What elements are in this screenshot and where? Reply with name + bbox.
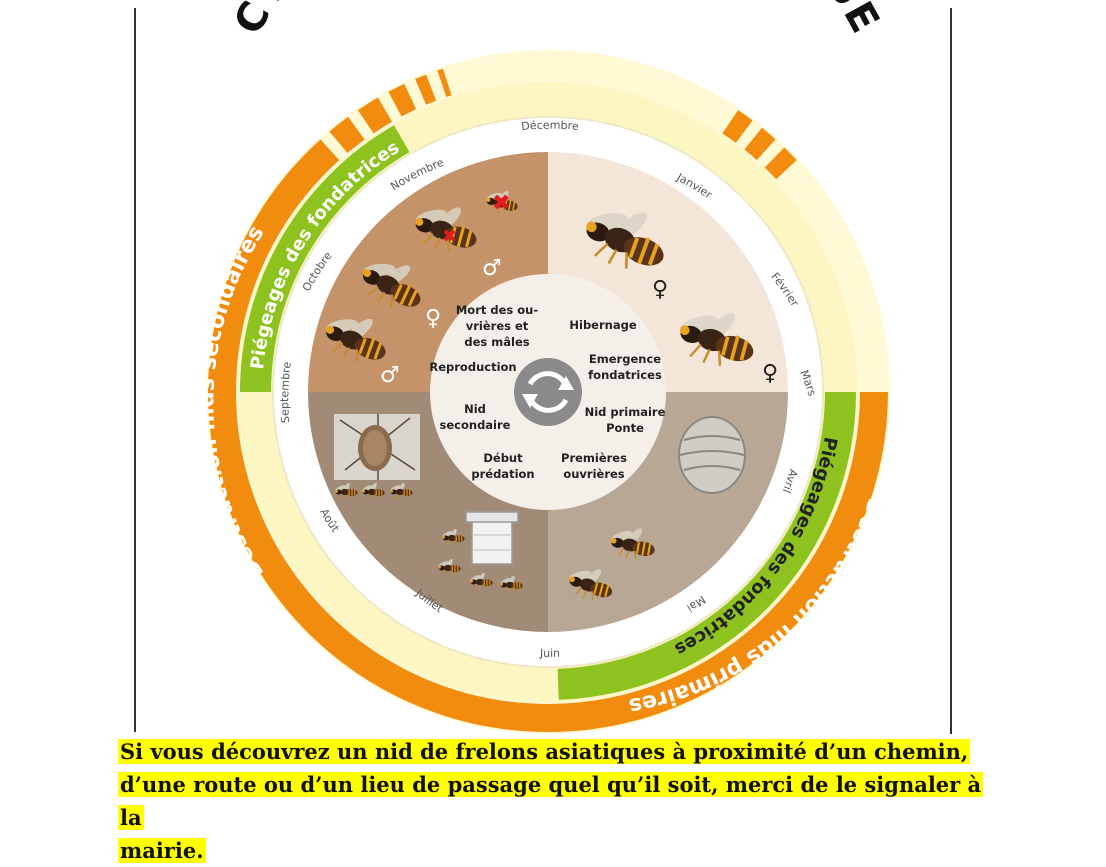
arc-dash-bottom <box>764 147 797 180</box>
arc-dash-top <box>357 97 392 134</box>
hornet-icon <box>586 212 664 269</box>
notice-line-1: Si vous découvrez un nid de frelons asia… <box>118 739 971 764</box>
dead-marker-icon: ✖ <box>492 191 510 216</box>
stage-nid-secondaire-line2: secondaire <box>440 418 511 432</box>
primary-nest-icon <box>678 416 746 494</box>
stage-nid-primaire-line2: Ponte <box>606 421 644 435</box>
male-symbol: ♂ <box>482 256 502 281</box>
hornet-icon <box>362 482 385 500</box>
dead-marker-icon: ✖ <box>442 226 457 247</box>
notice-line-3: mairie. <box>118 838 206 863</box>
stage-labels: Mort des ou- vrières et des mâles Reprod… <box>429 303 665 481</box>
hornet-icon <box>500 575 523 593</box>
hornet-icon <box>390 482 413 500</box>
arc-piegeage-automne <box>240 125 410 393</box>
stage-premieres-ouvrieres-line2: ouvrières <box>563 467 624 481</box>
hornet-icon <box>442 528 465 546</box>
stage-premieres-ouvrieres-line1: Premières <box>561 451 627 465</box>
left-border-line <box>134 8 136 732</box>
hornet-icon <box>335 482 358 500</box>
outer-arcs <box>208 68 888 733</box>
arc-dash-bottom <box>744 127 776 161</box>
stage-debut-predation-line2: prédation <box>471 467 534 481</box>
arc-dash-bottom <box>553 703 566 732</box>
arc-dash-top <box>437 68 452 97</box>
stage-debut-predation-line1: Début <box>483 451 523 465</box>
stage-nid-primaire-line1: Nid primaire <box>585 405 666 419</box>
arc-dash-bottom <box>602 696 625 727</box>
arc-piegeage-printemps <box>557 392 856 700</box>
hornet-icon <box>415 207 477 252</box>
stage-emergence-line1: Emergence <box>589 352 661 366</box>
signal-notice: Si vous découvrez un nid de frelons asia… <box>118 735 998 867</box>
arc-dash-top <box>329 116 365 153</box>
month-septembre: Septembre <box>278 361 294 424</box>
cycle-arrows-icon <box>514 358 582 426</box>
green-arcs <box>240 125 856 700</box>
stage-nid-secondaire-line1: Nid <box>464 402 486 416</box>
right-border-line <box>950 8 952 734</box>
stage-hibernage: Hibernage <box>569 318 636 332</box>
hornet-icon <box>486 191 518 214</box>
hornet-icon <box>363 263 421 308</box>
stage-emergence-line2: fondatrices <box>588 368 662 382</box>
hornet-cycle-diagram: CYCLES DU FRELON ASIATIQUE Destruction n… <box>206 0 890 734</box>
diagram-title: CYCLES DU FRELON ASIATIQUE <box>225 0 888 42</box>
arc-destruction-primaires <box>548 392 888 732</box>
arc-dash-top <box>415 74 437 105</box>
male-symbol: ♂ <box>380 363 400 388</box>
hornet-icon <box>438 558 461 576</box>
arc-dash-bottom <box>575 700 596 731</box>
female-symbol: ♀ <box>652 277 668 302</box>
stage-mort-line1: Mort des ou- <box>456 303 538 317</box>
hornet-illustrations <box>326 191 754 601</box>
month-decembre: Décembre <box>521 119 580 134</box>
stage-mort-line3: des mâles <box>464 335 529 349</box>
arc-dash-bottom <box>722 110 753 143</box>
hornet-icon <box>470 572 493 590</box>
hornet-icon <box>610 528 655 560</box>
stage-reproduction: Reproduction <box>429 360 516 374</box>
month-juin: Juin <box>539 647 560 660</box>
arc-dash-bottom <box>628 687 659 721</box>
female-symbol: ♀ <box>425 306 441 331</box>
hornet-icon <box>326 318 386 362</box>
nest-icon <box>334 414 420 480</box>
stage-mort-line2: vrières et <box>466 319 529 333</box>
notice-line-2: d’une route ou d’un lieu de passage quel… <box>118 772 984 830</box>
arc-destruction-secondaires <box>208 139 548 733</box>
hornet-icon <box>569 569 613 601</box>
arc-dash-top <box>388 83 417 117</box>
beehive-icon <box>465 511 519 565</box>
female-symbol: ♀ <box>762 361 778 386</box>
hornet-icon <box>680 312 754 366</box>
